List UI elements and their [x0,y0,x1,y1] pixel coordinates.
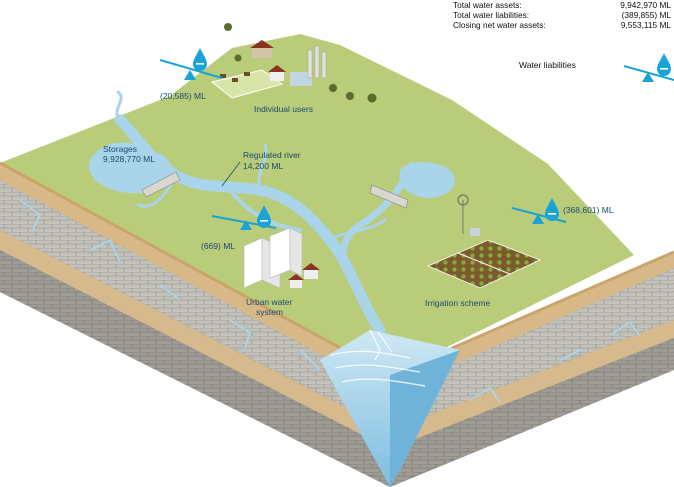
individual-users-farm [210,23,377,103]
irrigation-label: Irrigation scheme [425,298,491,308]
irrigation-fields [426,194,542,289]
summary-row: Closing net water assets: 9,553,115 ML [453,19,671,31]
urban-label-line2: system [256,307,283,317]
balance-scale-drop-icon [211,205,277,230]
dam-wall-right [369,184,409,209]
summary-row: Total water assets: 9,942,970 ML [453,0,671,11]
legend-balance-scale-drop-icon [623,53,674,82]
river-leader-line [221,161,241,187]
block-right-face [390,252,674,487]
summary-label: Total water assets: [453,0,522,10]
summary-value: 9,553,115 ML [620,19,671,30]
storages-label: Storages [103,144,138,154]
storage-reservoir-left [88,142,174,194]
balance-scale-drop-icon [159,48,223,80]
river-gorge [320,329,460,487]
water-summary-table: Total water assets: 9,942,970 ML Total w… [453,0,671,31]
individual-users-value: (20,585) ML [160,91,206,101]
summary-value: (389,855) ML [621,9,671,20]
urban-label-line1: Urban water [246,297,293,307]
block-left-face [0,163,390,487]
summary-label: Total water liabilities: [453,9,530,20]
urban-buildings [243,227,320,289]
regulated-river-label: Regulated river [243,150,301,160]
irrigation-value: (368,601) ML [563,205,614,215]
land-surface [0,34,634,375]
summary-row: Total water liabilities: (389,855) ML [453,9,671,21]
summary-value: 9,942,970 ML [620,0,671,10]
individual-users-label: Individual users [254,104,314,114]
balance-scale-drop-icon [511,198,567,224]
legend-label: Water liabilities [519,60,576,70]
summary-label: Closing net water assets: [453,19,546,30]
regulated-river-value: 14,200 ML [243,161,284,171]
storages-value: 9,928,770 ML [103,154,155,164]
urban-value: (669) ML [201,241,236,251]
storage-reservoir-right [399,161,455,198]
dam-wall-left [141,171,181,198]
